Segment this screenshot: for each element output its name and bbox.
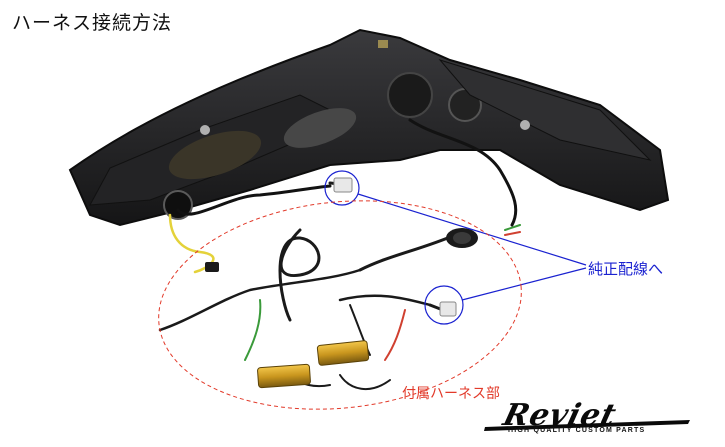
included-harness-callout (158, 200, 522, 410)
page-title: ハーネス接続方法 (12, 12, 173, 34)
lamp-housing (68, 28, 670, 227)
load-resistors (257, 340, 370, 389)
included-harness-label: 付属ハーネス部 (402, 386, 500, 402)
logo-tagline: HIGH QUALITY CUSTOM PARTS (508, 427, 646, 434)
wiring-harness (158, 118, 521, 390)
brand-logo: Reviet HIGH QUALITY CUSTOM PARTS (480, 398, 690, 440)
genuine-wiring-callout (324, 170, 587, 325)
grommet (446, 228, 478, 248)
logo-swoosh (484, 420, 690, 431)
connectors (205, 177, 457, 317)
genuine-wiring-label: 純正配線へ (588, 260, 664, 278)
